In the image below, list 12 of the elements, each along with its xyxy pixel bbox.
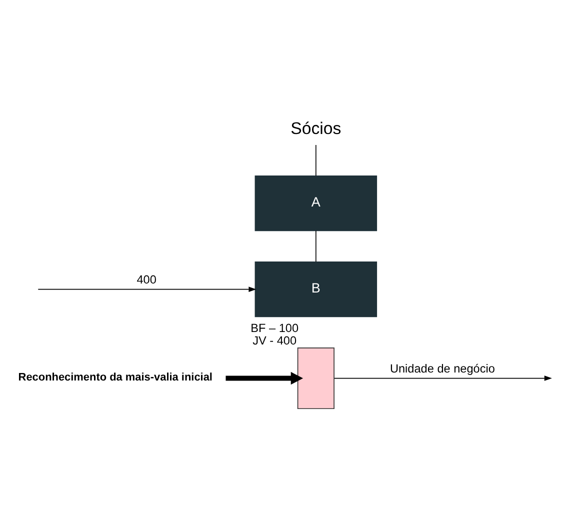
edge-label: Unidade de negócio: [390, 361, 495, 376]
node-text: Sócios: [290, 118, 342, 138]
edge-label: 400: [136, 272, 156, 286]
arrow: [226, 371, 304, 384]
node-box: A: [254, 175, 378, 231]
arrow: [38, 286, 256, 292]
node-box: B: [254, 261, 378, 317]
node-label: JV - 400: [252, 333, 297, 348]
node-text: Reconhecimento da mais-valia inicial: [18, 370, 212, 383]
node-label: BF – 100: [250, 320, 299, 335]
node-box: [297, 347, 334, 409]
arrow: [334, 375, 552, 380]
